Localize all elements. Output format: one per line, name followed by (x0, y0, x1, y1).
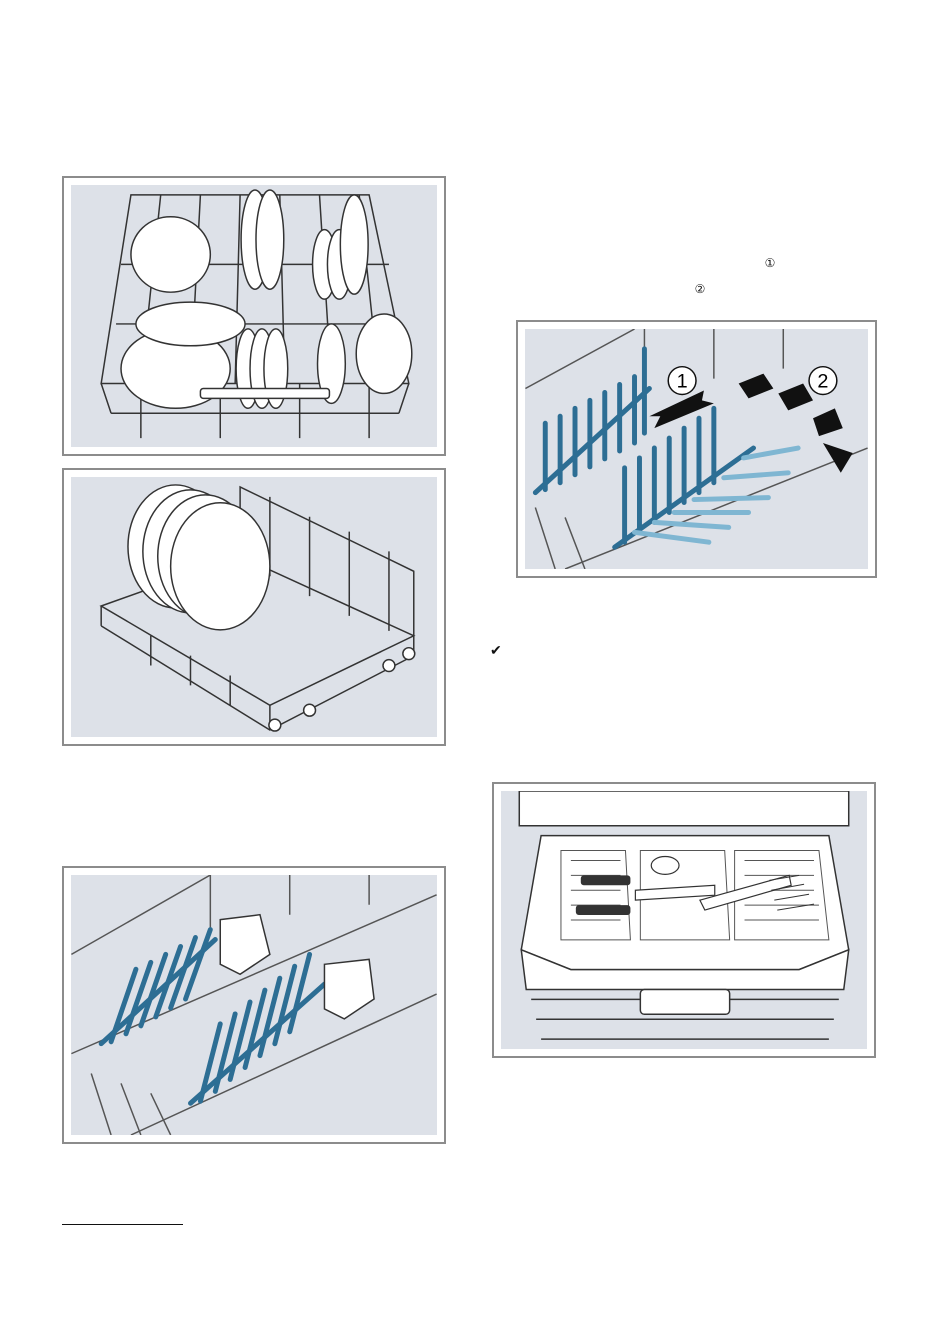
cutlery-drawer-icon (501, 791, 867, 1049)
folding-tines-steps-icon: 1 2 (525, 329, 868, 569)
step-1-label: 1 (677, 371, 688, 393)
figure-folding-tines-steps: 1 2 (516, 320, 877, 578)
step-2-label: 2 (817, 371, 828, 393)
figure-lower-basket (62, 468, 446, 746)
arrow-step-2-icon (823, 443, 853, 473)
step-1-marker: ① (763, 257, 777, 271)
arrow-step-1-icon (649, 390, 713, 428)
figure-folding-tines (62, 866, 446, 1144)
folding-tines-icon (71, 875, 437, 1135)
figure-upper-basket (62, 176, 446, 456)
footnote-rule (62, 1224, 183, 1225)
dish-rack-upper-icon (71, 185, 437, 447)
figure-cutlery-drawer (492, 782, 876, 1058)
check-icon: ✔ (490, 643, 502, 657)
dish-rack-lower-icon (71, 477, 437, 737)
step-2-marker: ② (693, 283, 707, 297)
